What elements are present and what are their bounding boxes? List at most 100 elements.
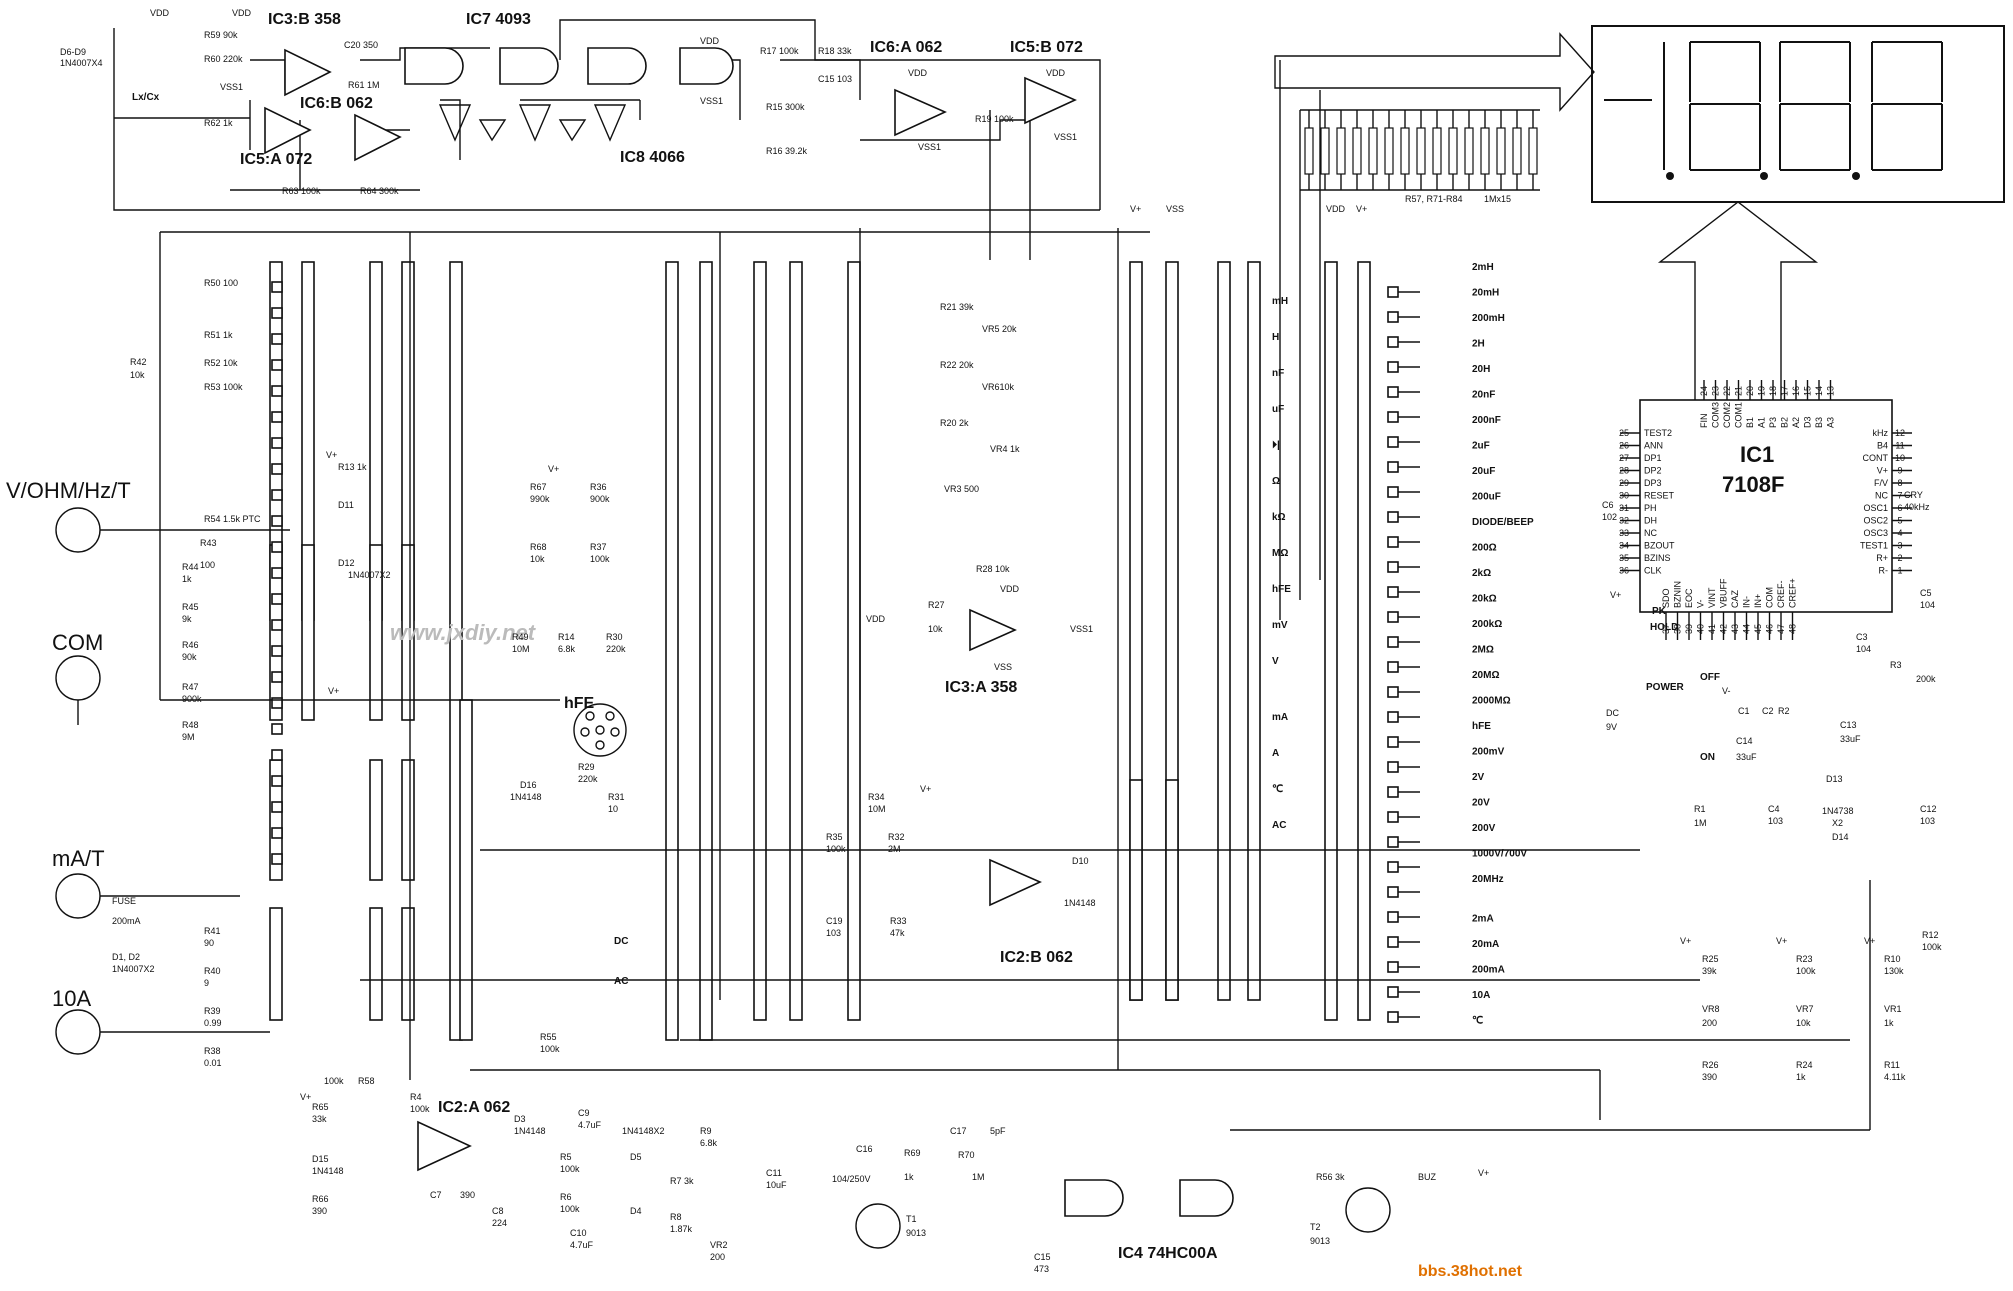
component-label-r49v: 10M: [512, 644, 530, 654]
component-label-r42: R42: [130, 357, 147, 367]
component-label-r67: R67: [530, 482, 547, 492]
component-label-r6: R6: [560, 1192, 572, 1202]
switch-range-label: 20MΩ: [1472, 670, 1499, 681]
component-label-r45v: 9k: [182, 614, 192, 624]
switch-wafer-bar: [753, 261, 767, 1021]
component-label-vr8: VR8: [1702, 1004, 1720, 1014]
ic1-pin-number: 45: [1753, 624, 1763, 634]
ic1-pin-name: COM: [1765, 587, 1775, 608]
component-label-c6v: 102: [1602, 512, 1617, 522]
component-label-r60: R60 220k: [204, 54, 243, 64]
component-label-d12p: 1N4007X2: [348, 570, 391, 580]
component-label-d11: D11: [338, 500, 354, 510]
switch-contact: [271, 411, 283, 423]
switch-range-label: 20MHz: [1472, 874, 1504, 885]
ic1-pin-name: COM1: [1734, 402, 1744, 428]
switch-contact: [1387, 461, 1399, 473]
ic1-pin-number: 47: [1776, 624, 1786, 634]
ic1-pin-name: ANN: [1644, 441, 1663, 451]
switch-contact: [271, 723, 283, 735]
switch-contact: [1387, 311, 1399, 323]
ic1-pin-number: 43: [1730, 624, 1740, 634]
ic1-pin-name: A1: [1757, 417, 1767, 428]
component-label-c7v: 390: [460, 1190, 475, 1200]
component-label-t1p: 9013: [906, 1228, 926, 1238]
switch-contact: [1387, 911, 1399, 923]
power-label-vss1: VSS1: [700, 96, 723, 106]
power-label-vdd: VDD: [866, 614, 886, 624]
ic1-pin-name: OSC1: [1863, 503, 1888, 513]
ic1-pin-number: 15: [1803, 386, 1813, 396]
switch-range-label: 20H: [1472, 364, 1490, 375]
switch-contact: [1387, 986, 1399, 998]
component-label-r38: R38: [204, 1046, 221, 1056]
ic1-pin-name: IN+: [1753, 594, 1763, 608]
switch-contact: [1387, 961, 1399, 973]
terminal-ma-label: mA/T: [52, 846, 105, 871]
switch-wafer-bar: [699, 261, 713, 1041]
component-label-c5v: 104: [1920, 600, 1935, 610]
ic1-pin-name: NC: [1875, 491, 1888, 501]
switch-range-label: 2mH: [1472, 262, 1494, 273]
ic1-pin-name: R-: [1879, 566, 1889, 576]
component-label-r26v: 390: [1702, 1072, 1717, 1082]
ic1-pin-number: 31: [1619, 503, 1629, 513]
component-label-ac: AC: [614, 976, 628, 987]
component-label-r68: R68: [530, 542, 547, 552]
component-label-d4: D4: [630, 1206, 642, 1216]
network-resistor: [1384, 127, 1394, 175]
switch-range-label: 200mV: [1472, 747, 1505, 758]
switch-range-label: 2kΩ: [1472, 568, 1491, 579]
switch-contact: [271, 593, 283, 605]
component-label-c5: C5: [1920, 588, 1932, 598]
power-label-vplus: V+: [328, 686, 339, 696]
switch-contact: [1387, 636, 1399, 648]
ic1-pin-number: 18: [1768, 386, 1778, 396]
ic1-pin-number: 28: [1619, 466, 1629, 476]
component-label-vr6: VR610k: [982, 382, 1015, 392]
component-label-vr4: VR4 1k: [990, 444, 1020, 454]
component-label-buz: BUZ: [1418, 1172, 1437, 1182]
power-label-vdd: VDD: [700, 36, 720, 46]
component-label-d16p: 1N4148: [510, 792, 542, 802]
network-resistor: [1352, 127, 1362, 175]
ic5a-label: IC5:A 072: [240, 151, 312, 168]
ic1-pin-number: 46: [1765, 624, 1775, 634]
switch-contact: [1387, 761, 1399, 773]
switch-wafer-bar: [1324, 261, 1338, 1021]
power-label-vplus: V+: [1776, 936, 1787, 946]
switch-contact: [271, 281, 283, 293]
ic3a-label: IC3:A 358: [945, 679, 1017, 696]
terminal-com-label: COM: [52, 630, 103, 655]
switch-wafer-bar: [847, 261, 861, 1021]
component-label-r3: R3: [1890, 660, 1902, 670]
ic1-pin-name: DP3: [1644, 478, 1662, 488]
component-label-c19v: 103: [826, 928, 841, 938]
component-label-r11v: 4.11k: [1884, 1072, 1906, 1082]
component-label-c20: C20 350: [344, 40, 378, 50]
watermark: www.jxdiy.net: [390, 620, 537, 645]
ic1-pin-number: 7: [1897, 491, 1902, 501]
hfe-label: hFE: [564, 695, 595, 712]
switch-range-label: 2MΩ: [1472, 645, 1494, 656]
component-label-vr2: VR2: [710, 1240, 728, 1250]
switch-range-label: 20nF: [1472, 390, 1495, 401]
component-label-r51: R51 1k: [204, 330, 233, 340]
component-label-c8: C8: [492, 1206, 504, 1216]
switch-function-label: V: [1272, 656, 1279, 667]
component-label-d12: D12: [338, 558, 355, 568]
component-label-r58v: 100k: [324, 1076, 344, 1086]
component-label-r41: R41: [204, 926, 221, 936]
switch-wafer-bar: [401, 544, 415, 721]
ic1-pin-name: P3: [1768, 417, 1778, 428]
component-label-r8: R8: [670, 1212, 682, 1222]
ic1-pin-name: BZNIN: [1673, 581, 1683, 608]
network-resistor: [1336, 127, 1346, 175]
ic3b-label: IC3:B 358: [268, 11, 341, 28]
component-label-c11v: 10uF: [766, 1180, 787, 1190]
switch-contact: [1387, 836, 1399, 848]
component-label-t2: T2: [1310, 1222, 1321, 1232]
component-label-c14v: 33uF: [1736, 752, 1757, 762]
component-label-d10p: 1N4148: [1064, 898, 1096, 908]
switch-range-label: 200kΩ: [1472, 619, 1502, 630]
